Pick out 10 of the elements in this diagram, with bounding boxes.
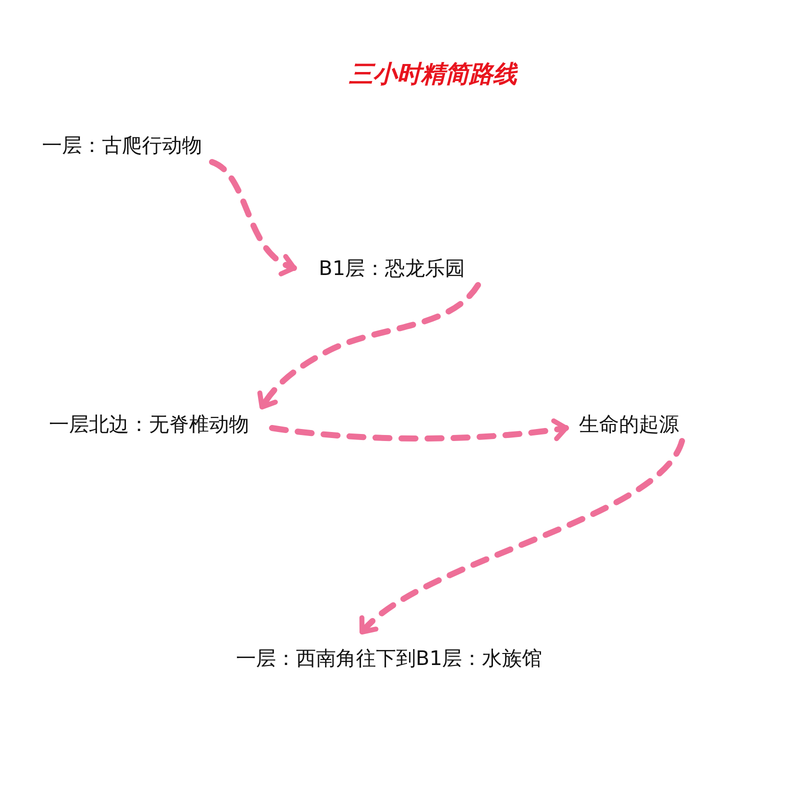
dashed-arrow [209,159,297,275]
stop-label: 一层北边：无脊椎动物 [26,407,272,441]
dashed-arrow [258,282,481,410]
dashed-arrow [269,418,569,442]
stop-label: B1层：恐龙乐园 [294,251,490,285]
dashed-arrow [359,438,685,635]
stop-label: 一层：西南角往下到B1层：水族馆 [203,632,575,675]
title: 三小时精简路线 [348,59,519,90]
stop-label: 一层：古爬行动物 [22,128,222,162]
stop-label: 生命的起源 [566,407,692,441]
